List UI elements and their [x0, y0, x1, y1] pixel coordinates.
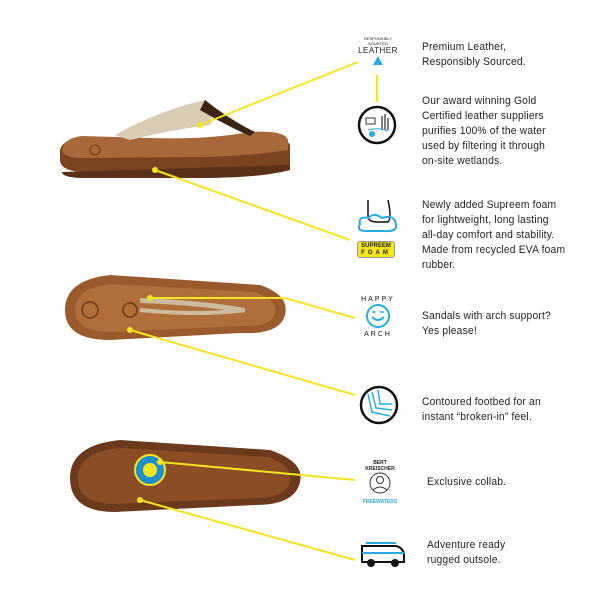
sandal-outsole-view: [70, 440, 301, 512]
callout-lines: [129, 61, 378, 561]
callout-dot: [127, 327, 133, 333]
freewaters-text: FREEWATERS: [362, 499, 398, 505]
water-drop-icon: [373, 56, 383, 65]
smiley-face-icon: [366, 304, 390, 328]
bert-kreischer-text: BERT KREISCHER: [365, 460, 395, 472]
feature-water-text: Our award winning Gold Certified leather…: [422, 95, 546, 167]
sandal-side-view: [60, 100, 290, 178]
feature-outsole-text: Adventure ready rugged outsole.: [427, 539, 506, 566]
callout-dot: [147, 295, 153, 301]
van-icon: [361, 542, 405, 567]
arch-text: ARCH: [364, 331, 392, 338]
feature-collab-text: Exclusive collab.: [427, 476, 507, 488]
happy-arch-icon: HAPPY ARCH: [358, 296, 398, 338]
portrait-icon: [369, 472, 391, 494]
feature-foam-text: Newly added Supreem foam for lightweight…: [422, 199, 566, 271]
leather-badge-caption: RESPONSIBLY SOURCED: [364, 36, 392, 46]
feature-arch-text: Sandals with arch support? Yes please!: [422, 310, 551, 337]
bert-kreischer-freewaters-icon: BERT KREISCHER FREEWATERS: [358, 460, 402, 505]
leather-badge-text: LEATHER: [358, 46, 398, 55]
foam-text: FOAM: [361, 250, 391, 256]
foot-on-cloud-icon: [357, 199, 398, 233]
supreem-text: SUPREEM: [361, 243, 391, 249]
happy-text: HAPPY: [361, 296, 395, 303]
feature-leather-text: Premium Leather, Responsibly Sourced.: [422, 41, 526, 68]
leather-badge-icon: RESPONSIBLY SOURCED LEATHER: [356, 36, 400, 66]
water-wetlands-icon: [357, 105, 397, 145]
sandal-top-view: [65, 275, 286, 340]
callout-dot: [197, 122, 203, 128]
callout-dot: [152, 167, 158, 173]
contour-footbed-icon: [359, 385, 399, 425]
supreem-foam-badge: SUPREEM FOAM: [357, 241, 395, 258]
feature-footbed-text: Contoured footbed for an instant “broken…: [422, 396, 541, 423]
callout-dot: [137, 497, 143, 503]
callout-dot: [157, 459, 163, 465]
